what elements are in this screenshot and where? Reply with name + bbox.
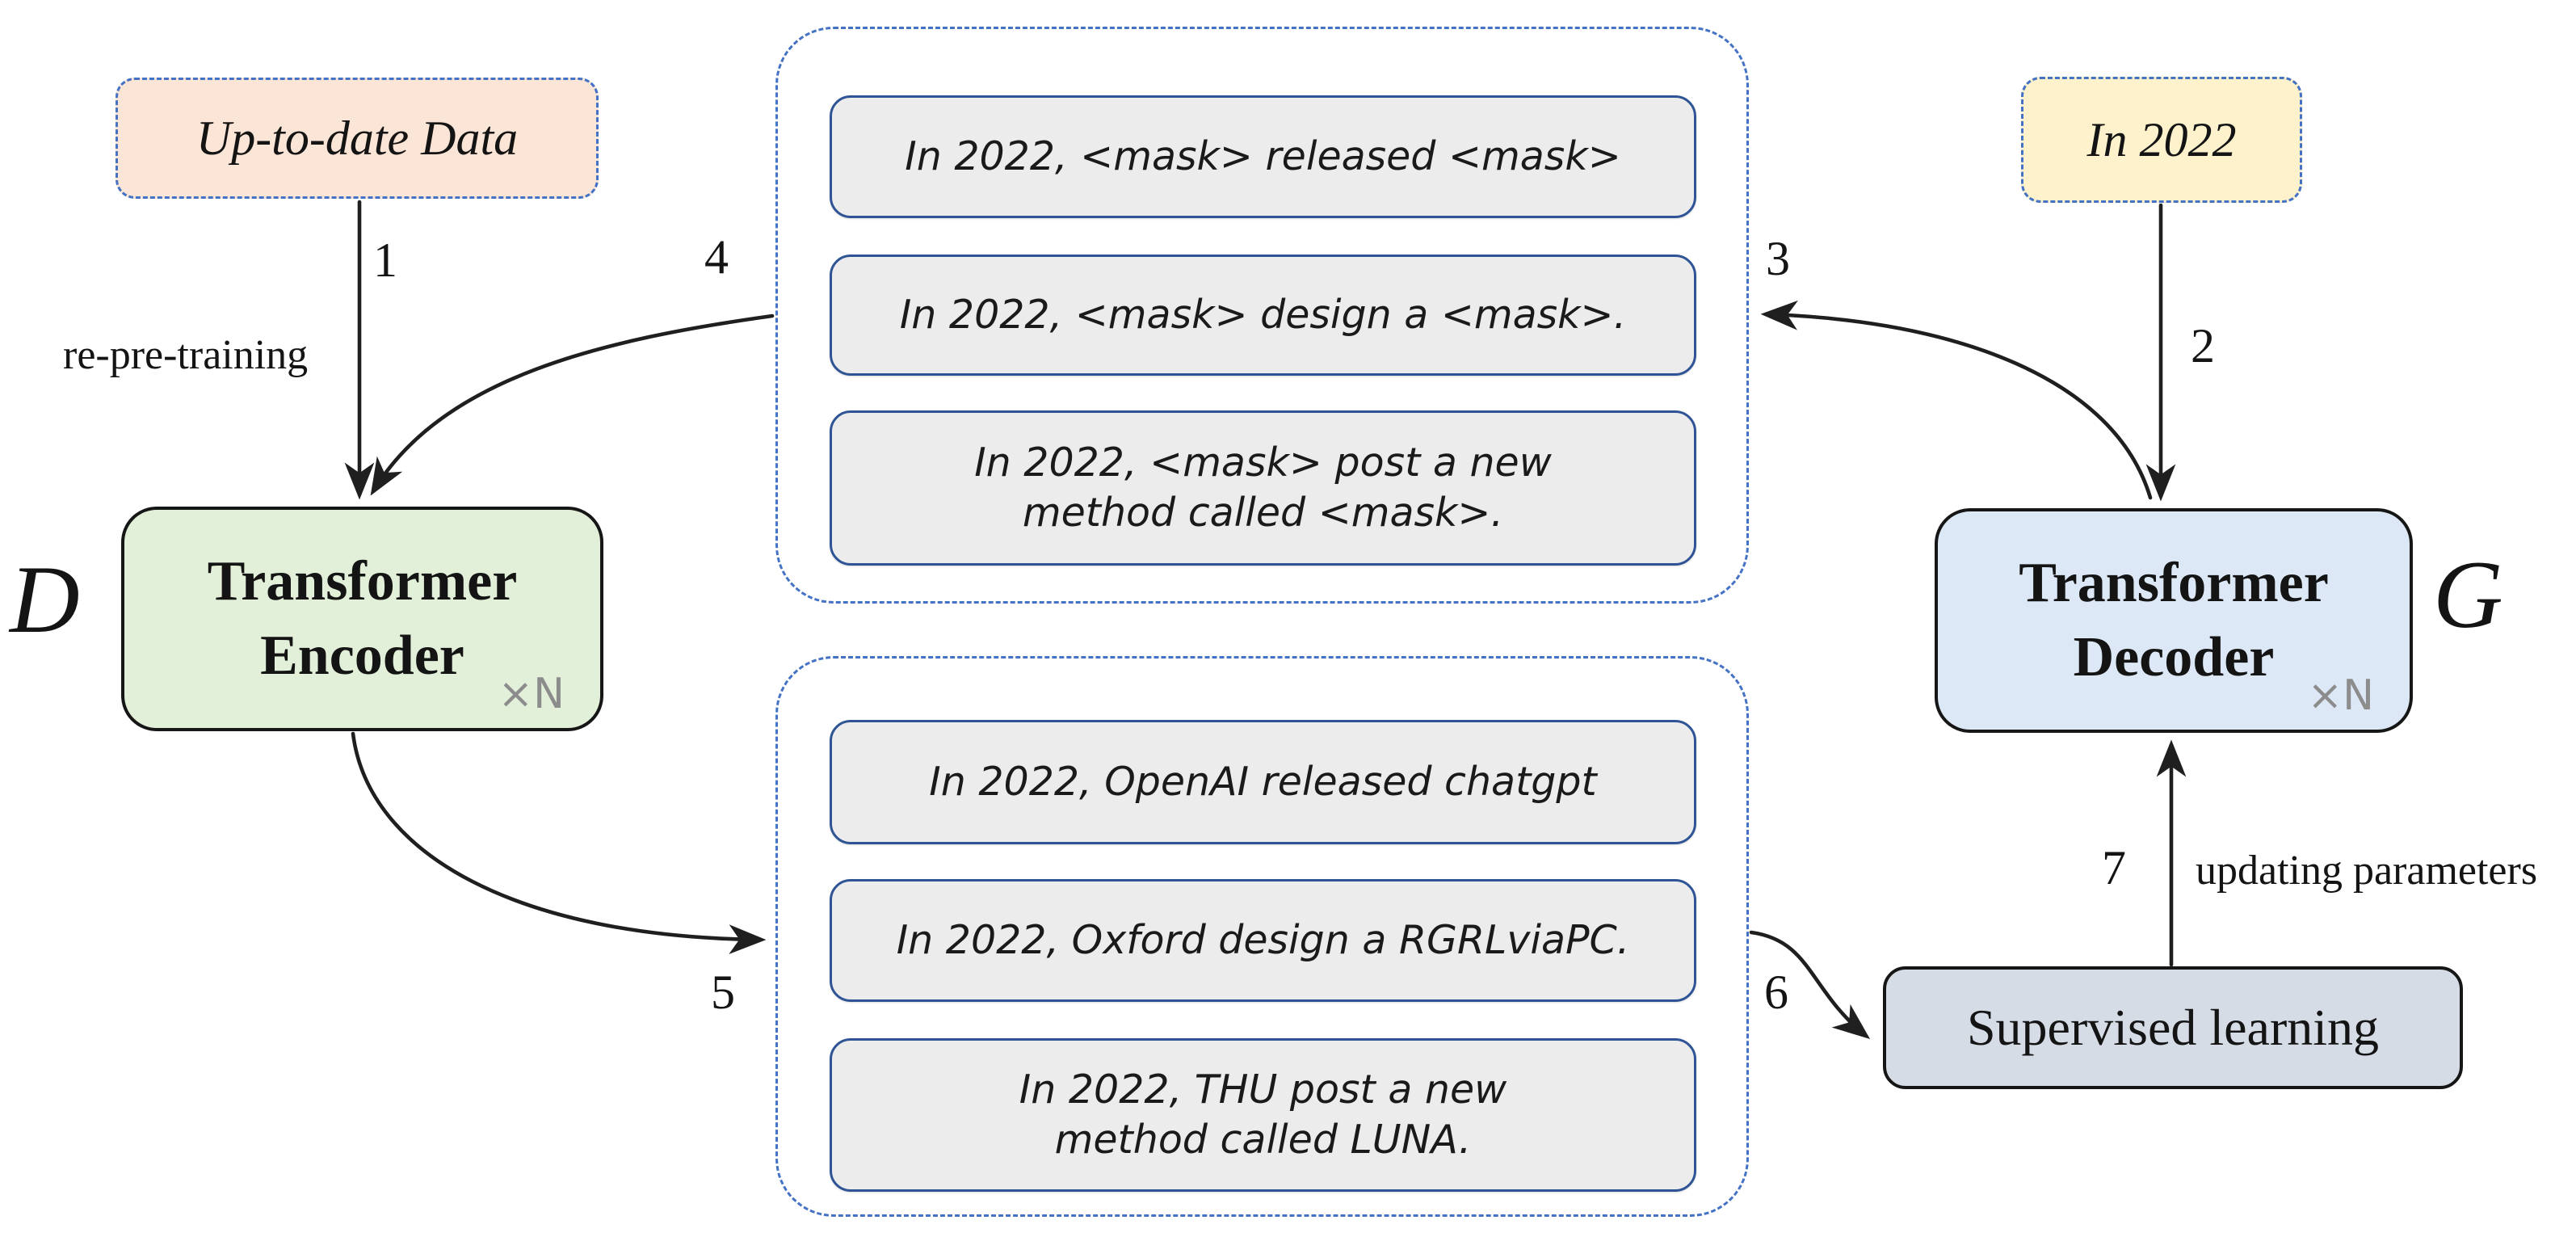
updating-parameters-caption: updating parameters	[2196, 848, 2538, 894]
arrow-4	[370, 313, 775, 496]
supervised-learning-node: Supervised learning	[1883, 966, 2463, 1089]
transformer-encoder-title: Transformer Encoder	[207, 550, 518, 687]
generated-sentence-2: In 2022, Oxford design a RGRLviaPC.	[830, 879, 1696, 1002]
discriminator-symbol: D	[10, 545, 80, 653]
re-pre-training-caption: re-pre-training	[63, 332, 309, 378]
supervised-learning-label: Supervised learning	[1966, 999, 2380, 1056]
generated-sentence-3: In 2022, THU post a new method called LU…	[830, 1038, 1696, 1192]
transformer-decoder-title: Transformer Decoder	[2019, 552, 2329, 688]
masked-sentence-1: In 2022, <mask> released <mask>	[830, 95, 1696, 218]
transformer-decoder-node: Transformer Decoder ×N	[1935, 508, 2413, 733]
step-7-number: 7	[2102, 841, 2126, 894]
encoder-multiplier: ×N	[498, 670, 565, 718]
in-2022-node: In 2022	[2021, 77, 2302, 203]
masked-sentence-2: In 2022, <mask> design a <mask>.	[830, 255, 1696, 376]
up-to-date-data-label: Up-to-date Data	[195, 111, 519, 165]
transformer-encoder-node: Transformer Encoder ×N	[121, 507, 603, 731]
generated-sentences-group: In 2022, OpenAI released chatgpt In 2022…	[775, 656, 1749, 1217]
generated-sentence-1: In 2022, OpenAI released chatgpt	[830, 720, 1696, 844]
generator-symbol: G	[2433, 541, 2503, 648]
step-3-number: 3	[1766, 232, 1790, 285]
step-1-number: 1	[373, 234, 397, 287]
up-to-date-data-node: Up-to-date Data	[116, 78, 599, 199]
decoder-multiplier: ×N	[2307, 671, 2374, 720]
step-2-number: 2	[2191, 319, 2215, 372]
masked-sentence-3: In 2022, <mask> post a new method called…	[830, 410, 1696, 566]
arrow-3	[1760, 300, 2153, 500]
masked-sentences-group: In 2022, <mask> released <mask> In 2022,…	[775, 27, 1749, 604]
in-2022-label: In 2022	[2086, 112, 2237, 166]
arrow-5	[351, 731, 767, 954]
step-4-number: 4	[704, 230, 729, 284]
step-6-number: 6	[1764, 966, 1788, 1019]
step-5-number: 5	[711, 966, 735, 1019]
